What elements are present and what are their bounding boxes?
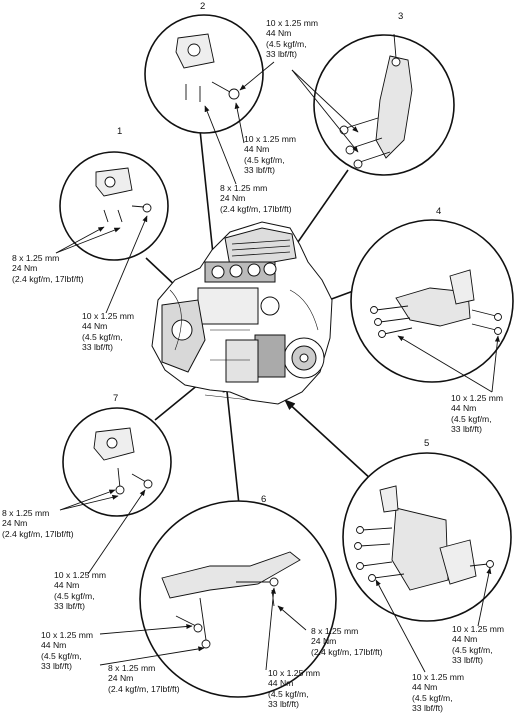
spec-label-1-large-bolt: 10 x 1.25 mm 44 Nm (4.5 kgf/m, 33 lbf/ft…	[82, 311, 135, 353]
spec-label-5-bottom: 10 x 1.25 mm 44 Nm (4.5 kgf/m, 33 lbf/ft…	[412, 672, 465, 714]
callout-number-4: 4	[436, 206, 442, 217]
callout-number-5: 5	[424, 438, 430, 449]
engine-assembly	[151, 221, 333, 405]
detail-circle-3	[313, 33, 455, 176]
spec-label-5-right: 10 x 1.25 mm 44 Nm (4.5 kgf/m, 33 lbf/ft…	[452, 624, 505, 666]
spec-label-6-bottom: 10 x 1.25 mm 44 Nm (4.5 kgf/m, 33 lbf/ft…	[268, 668, 321, 710]
spec-label-4: 10 x 1.25 mm 44 Nm (4.5 kgf/m, 33 lbf/ft…	[451, 393, 504, 435]
spec-label-2-middle: 10 x 1.25 mm 44 Nm (4.5 kgf/m, 33 lbf/ft…	[244, 134, 297, 176]
callout-number-2: 2	[200, 1, 206, 12]
spec-label-6-right: 8 x 1.25 mm 24 Nm (2.4 kgf/m, 17lbf/ft)	[311, 626, 383, 657]
detail-circle-4	[350, 219, 514, 383]
callout-number-6: 6	[261, 494, 267, 505]
spec-label-7-small-bolt: 8 x 1.25 mm 24 Nm (2.4 kgf/m, 17lbf/ft)	[2, 508, 74, 539]
spec-label-7-large-bolt: 10 x 1.25 mm 44 Nm (4.5 kgf/m, 33 lbf/ft…	[54, 570, 107, 612]
spec-label-6-bottom-left: 8 x 1.25 mm 24 Nm (2.4 kgf/m, 17lbf/ft)	[108, 663, 180, 694]
detail-circle-7	[62, 407, 172, 517]
spec-label-6-left: 10 x 1.25 mm 44 Nm (4.5 kgf/m, 33 lbf/ft…	[41, 630, 94, 672]
detail-circle-5	[342, 452, 512, 622]
callout-number-7: 7	[113, 393, 119, 404]
detail-circle-2	[144, 14, 264, 134]
callout-number-1: 1	[117, 126, 123, 137]
spec-label-2-upper: 10 x 1.25 mm 44 Nm (4.5 kgf/m, 33 lbf/ft…	[266, 18, 319, 60]
callout-number-3: 3	[398, 11, 404, 22]
spec-label-2-lower: 8 x 1.25 mm 24 Nm (2.4 kgf/m, 17lbf/ft)	[220, 183, 292, 214]
spec-label-1-small-bolt: 8 x 1.25 mm 24 Nm (2.4 kgf/m, 17lbf/ft)	[12, 253, 84, 284]
detail-circle-6	[139, 500, 337, 698]
leader-lines	[55, 61, 500, 673]
detail-circle-1	[59, 151, 169, 261]
